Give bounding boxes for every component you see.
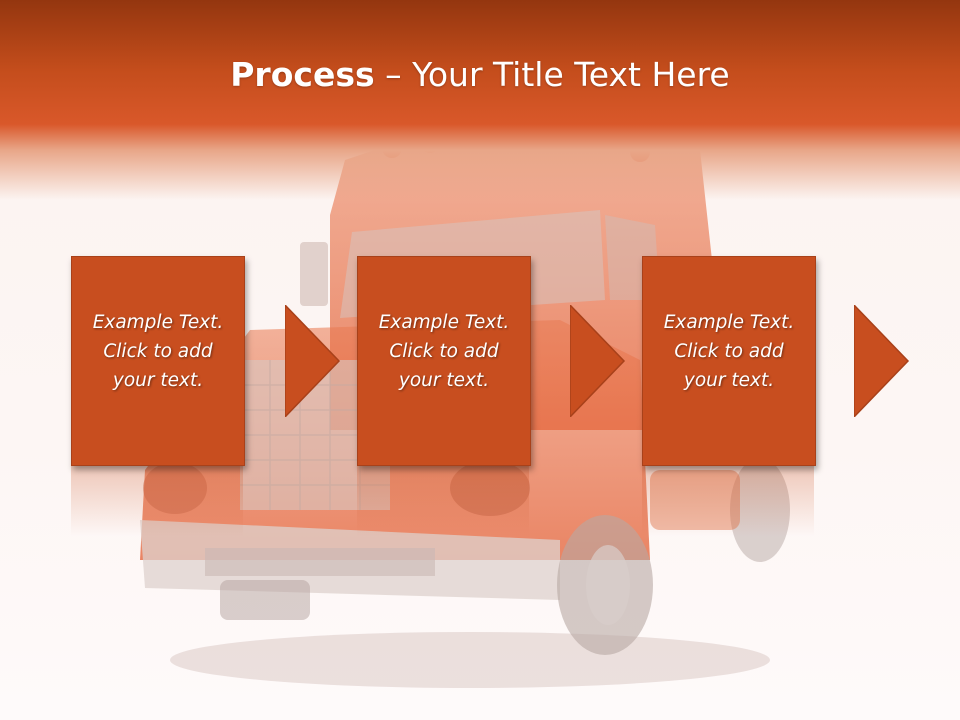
- step-1-reflection: [71, 466, 243, 536]
- right-arrow-icon: [285, 305, 341, 417]
- title-rest: – Your Title Text Here: [374, 55, 730, 94]
- step-2-reflection: [357, 466, 529, 536]
- step-1-text[interactable]: Example Text. Click to add your text.: [92, 311, 224, 391]
- page-title[interactable]: Process – Your Title Text Here: [0, 52, 960, 98]
- step-3-reflection: [642, 466, 814, 536]
- step-1-box[interactable]: Example Text. Click to add your text.: [71, 256, 245, 466]
- title-bold: Process: [230, 55, 375, 94]
- right-arrow-icon: [854, 305, 910, 417]
- step-3-box[interactable]: Example Text. Click to add your text.: [642, 256, 816, 466]
- title-band: [0, 0, 960, 200]
- right-arrow-icon: [570, 305, 626, 417]
- step-2-box[interactable]: Example Text. Click to add your text.: [357, 256, 531, 466]
- step-2-text[interactable]: Example Text. Click to add your text.: [378, 311, 510, 391]
- step-3-text[interactable]: Example Text. Click to add your text.: [663, 311, 795, 391]
